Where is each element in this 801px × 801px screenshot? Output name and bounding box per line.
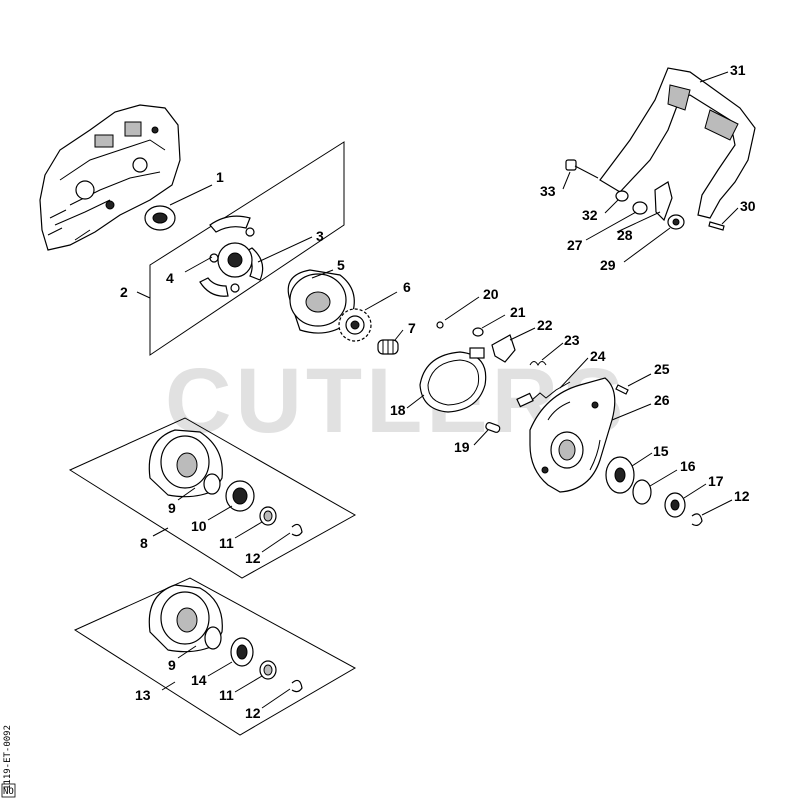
callout-33: 33 <box>540 183 556 199</box>
callout-20: 20 <box>483 286 499 302</box>
callout-12-b: 12 <box>245 705 261 721</box>
callout-10: 10 <box>191 518 207 534</box>
callout-11-a: 11 <box>219 535 234 551</box>
callout-26: 26 <box>654 392 670 408</box>
part-25-screw <box>615 384 629 395</box>
part-4-clutch-hub <box>209 227 255 293</box>
part-10-rim-sprocket-ring <box>203 473 221 495</box>
callout-23: 23 <box>564 332 580 348</box>
callout-7: 7 <box>408 320 416 336</box>
part-11-bearing-b <box>259 660 277 680</box>
part-5-clutch-drum <box>287 269 355 334</box>
callout-3: 3 <box>316 228 324 244</box>
callout-17: 17 <box>708 473 724 489</box>
part-17-washer <box>664 492 686 518</box>
callout-21: 21 <box>510 304 526 320</box>
reference-code: 1119-ET-0092 <box>3 725 13 790</box>
leader-lines <box>136 71 739 709</box>
part-7-needle-cage <box>377 339 399 355</box>
callout-labels: 1 2 3 4 5 6 7 8 9 10 11 12 9 13 14 11 12… <box>120 62 756 721</box>
part-24-spring <box>516 381 571 408</box>
group-box-8 <box>68 417 357 579</box>
part-27-spring <box>632 201 648 215</box>
callout-14: 14 <box>191 672 207 688</box>
callout-29: 29 <box>600 257 616 273</box>
part-11-bearing-a <box>259 506 277 526</box>
callout-16: 16 <box>680 458 696 474</box>
callout-18: 18 <box>390 402 406 418</box>
callout-24: 24 <box>590 348 606 364</box>
part-22-lever <box>491 334 516 363</box>
part-19-pin <box>485 422 501 433</box>
part-1-washer <box>144 205 176 231</box>
part-31-hand-guard <box>599 67 756 219</box>
corner-mark: NO <box>3 787 14 797</box>
part-10-rim-sprocket <box>225 480 255 512</box>
group-box-13 <box>73 577 357 736</box>
part-26-sprocket-cover <box>529 377 616 493</box>
callout-11-b: 11 <box>219 687 234 703</box>
callout-25: 25 <box>654 361 670 377</box>
part-12-eclip-c <box>691 513 703 527</box>
callout-4: 4 <box>166 270 174 286</box>
callout-28: 28 <box>617 227 633 243</box>
corner-mark-box <box>1 783 16 798</box>
group-box-2 <box>149 141 345 356</box>
callout-5: 5 <box>337 257 345 273</box>
part-30-screw <box>708 221 725 231</box>
part-14-spur-sprocket <box>230 637 254 667</box>
crankcase-housing <box>39 104 181 251</box>
part-12-eclip-a <box>291 523 303 537</box>
part-15-spur-gear <box>605 456 635 494</box>
part-6-sprocket <box>338 308 372 342</box>
part-32-bushing <box>615 190 629 202</box>
part-14-ring <box>204 626 222 650</box>
part-9-drum-b <box>148 584 223 653</box>
part-20-pin <box>436 321 444 329</box>
callout-1: 1 <box>216 169 224 185</box>
callout-12-c: 12 <box>734 488 750 504</box>
part-28-bracket <box>654 181 673 222</box>
callout-6: 6 <box>403 279 411 295</box>
part-12-eclip-b <box>291 679 303 693</box>
callout-31: 31 <box>730 62 746 78</box>
callout-19: 19 <box>454 439 470 455</box>
part-29-washer <box>667 214 685 230</box>
callout-12-a: 12 <box>245 550 261 566</box>
callout-9-a: 9 <box>168 500 176 516</box>
part-18-brake-band <box>419 347 487 413</box>
callout-22: 22 <box>537 317 553 333</box>
callout-32: 32 <box>582 207 598 223</box>
part-21-washer <box>472 327 484 337</box>
callout-8: 8 <box>140 535 148 551</box>
callout-13: 13 <box>135 687 151 703</box>
part-23-spring <box>529 361 547 367</box>
callout-9-b: 9 <box>168 657 176 673</box>
part-33-bolt <box>565 159 599 179</box>
callout-15: 15 <box>653 443 669 459</box>
callout-2: 2 <box>120 284 128 300</box>
callout-30: 30 <box>740 198 756 214</box>
part-16-ring <box>632 479 652 505</box>
callout-27: 27 <box>567 237 583 253</box>
